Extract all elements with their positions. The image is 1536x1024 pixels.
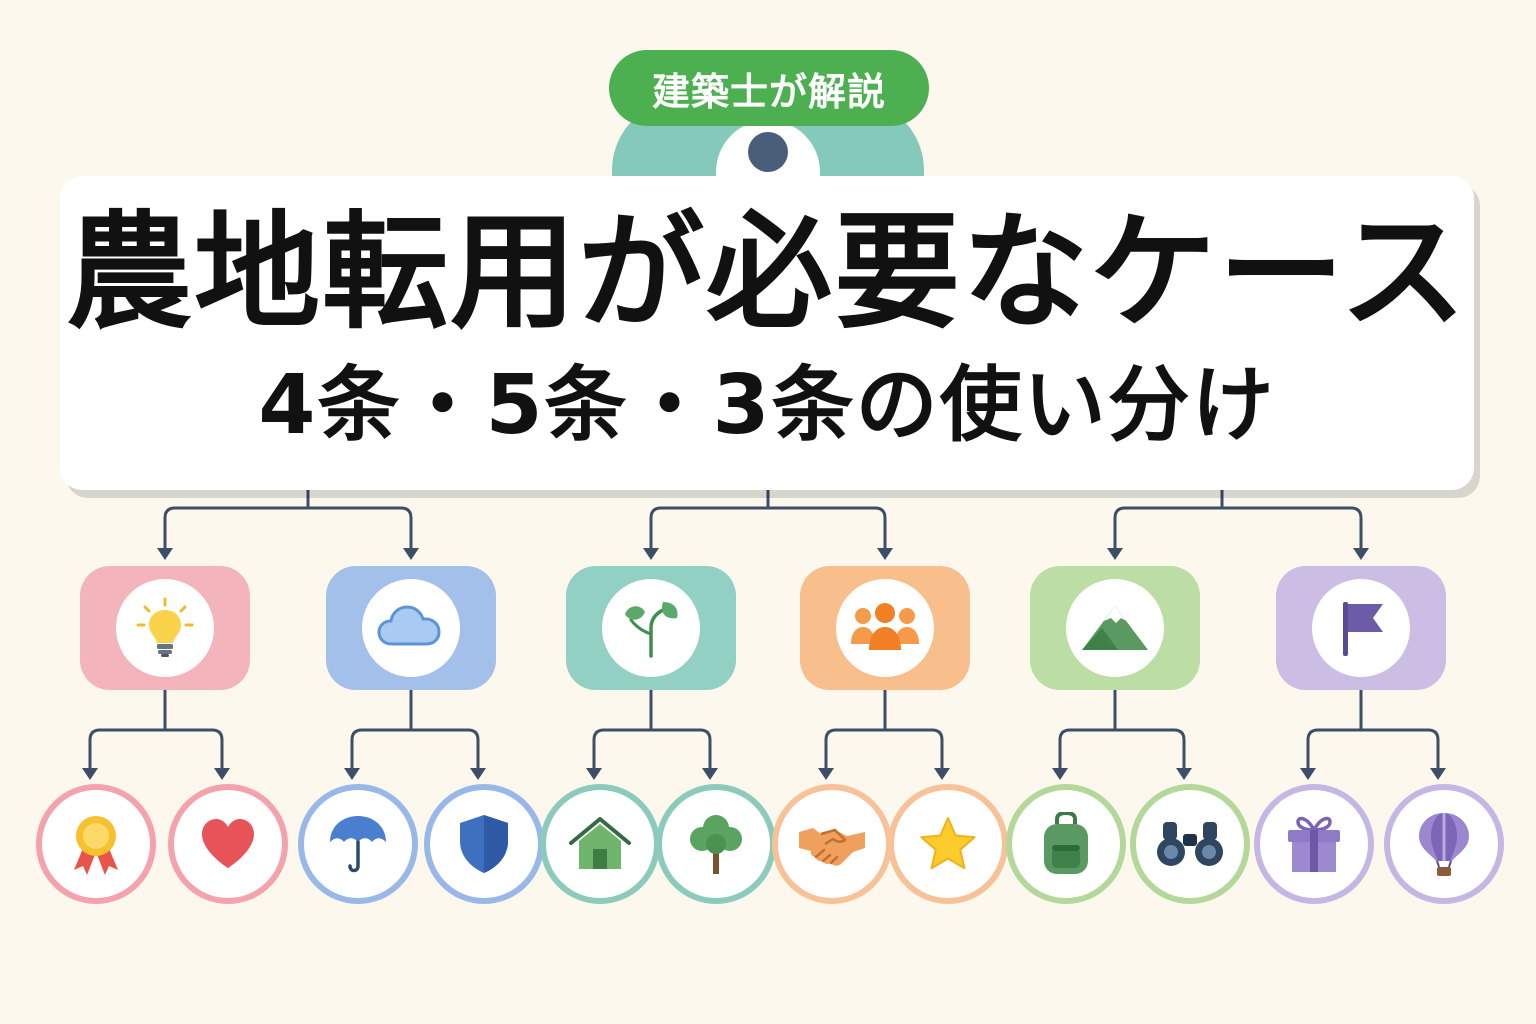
- arrowhead: [344, 768, 360, 780]
- connector-line-16: [592, 728, 651, 770]
- heart-icon: [202, 819, 254, 868]
- leaf-node-shield: [424, 784, 544, 904]
- leaf-node-heart: [168, 784, 288, 904]
- hot-air-balloon-icon: [1419, 813, 1469, 876]
- mountain-icon: [1082, 606, 1148, 650]
- house-icon: [569, 817, 631, 869]
- connector-line-7: [1113, 506, 1222, 550]
- cloud-icon: [377, 605, 441, 646]
- connector-line-1: [163, 506, 308, 550]
- category-node-people: [800, 566, 970, 690]
- arrowhead: [82, 768, 98, 780]
- arrowhead: [1052, 768, 1068, 780]
- connector-line-14: [411, 728, 480, 770]
- flag-icon: [1343, 602, 1383, 656]
- connector-line-11: [165, 728, 224, 770]
- connector-line-13: [350, 728, 411, 770]
- arrowhead: [470, 768, 486, 780]
- star-icon: [920, 817, 976, 870]
- leaf-node-backpack: [1006, 784, 1126, 904]
- connector-line-2: [308, 506, 413, 550]
- arrowhead: [214, 768, 230, 780]
- tree-icon: [690, 815, 742, 874]
- connector-line-19: [824, 728, 885, 770]
- arrowhead: [1107, 548, 1123, 560]
- connector-line-17: [651, 728, 712, 770]
- leaf-node-binoculars: [1130, 784, 1250, 904]
- connector-line-8: [1222, 506, 1363, 550]
- connector-line-4: [649, 506, 768, 550]
- connector-line-5: [768, 506, 887, 550]
- leaf-node-tree: [656, 784, 776, 904]
- arrowhead: [403, 548, 419, 560]
- leaf-node-star: [888, 784, 1008, 904]
- page-title: 農地転用が必要なケース: [66, 199, 1468, 346]
- category-node-sprout: [566, 566, 736, 690]
- category-node-flag: [1276, 566, 1446, 690]
- binoculars-icon: [1157, 822, 1223, 866]
- leaf-node-award: [36, 784, 156, 904]
- shield-icon: [460, 815, 508, 873]
- category-node-cloud: [326, 566, 496, 690]
- arrowhead: [643, 548, 659, 560]
- leaf-node-house: [540, 784, 660, 904]
- arrowhead: [1300, 768, 1316, 780]
- leaf-node-balloon: [1384, 784, 1504, 904]
- arrowhead: [934, 768, 950, 780]
- umbrella-icon: [330, 816, 386, 873]
- award-ribbon-icon: [74, 816, 118, 875]
- arrowhead: [157, 548, 173, 560]
- leaf-node-umbrella: [298, 784, 418, 904]
- sprout-icon: [625, 602, 678, 658]
- arrowhead: [818, 768, 834, 780]
- page-subtitle: 4条・5条・3条の使い分け: [258, 358, 1276, 453]
- connector-line-26: [1361, 728, 1440, 770]
- connector-line-25: [1306, 728, 1361, 770]
- arrowhead: [702, 768, 718, 780]
- title-card: 農地転用が必要なケース 4条・5条・3条の使い分け: [60, 176, 1474, 490]
- lightbulb-icon: [136, 597, 194, 657]
- arrowhead: [1353, 548, 1369, 560]
- leaf-node-handshake: [772, 784, 892, 904]
- arrowhead: [877, 548, 893, 560]
- backpack-icon: [1044, 812, 1088, 874]
- handshake-icon: [799, 828, 865, 866]
- expert-badge: 建築士が解説: [609, 50, 929, 126]
- people-group-icon: [851, 603, 919, 650]
- arrowhead: [1430, 768, 1446, 780]
- arrowhead: [1176, 768, 1192, 780]
- connector-line-10: [88, 728, 165, 770]
- category-node-lightbulb: [80, 566, 250, 690]
- connector-line-20: [885, 728, 944, 770]
- arrowhead: [586, 768, 602, 780]
- category-node-mountain: [1030, 566, 1200, 690]
- connector-line-23: [1115, 728, 1186, 770]
- connector-line-22: [1058, 728, 1115, 770]
- leaf-node-gift: [1254, 784, 1374, 904]
- gift-icon: [1288, 816, 1340, 872]
